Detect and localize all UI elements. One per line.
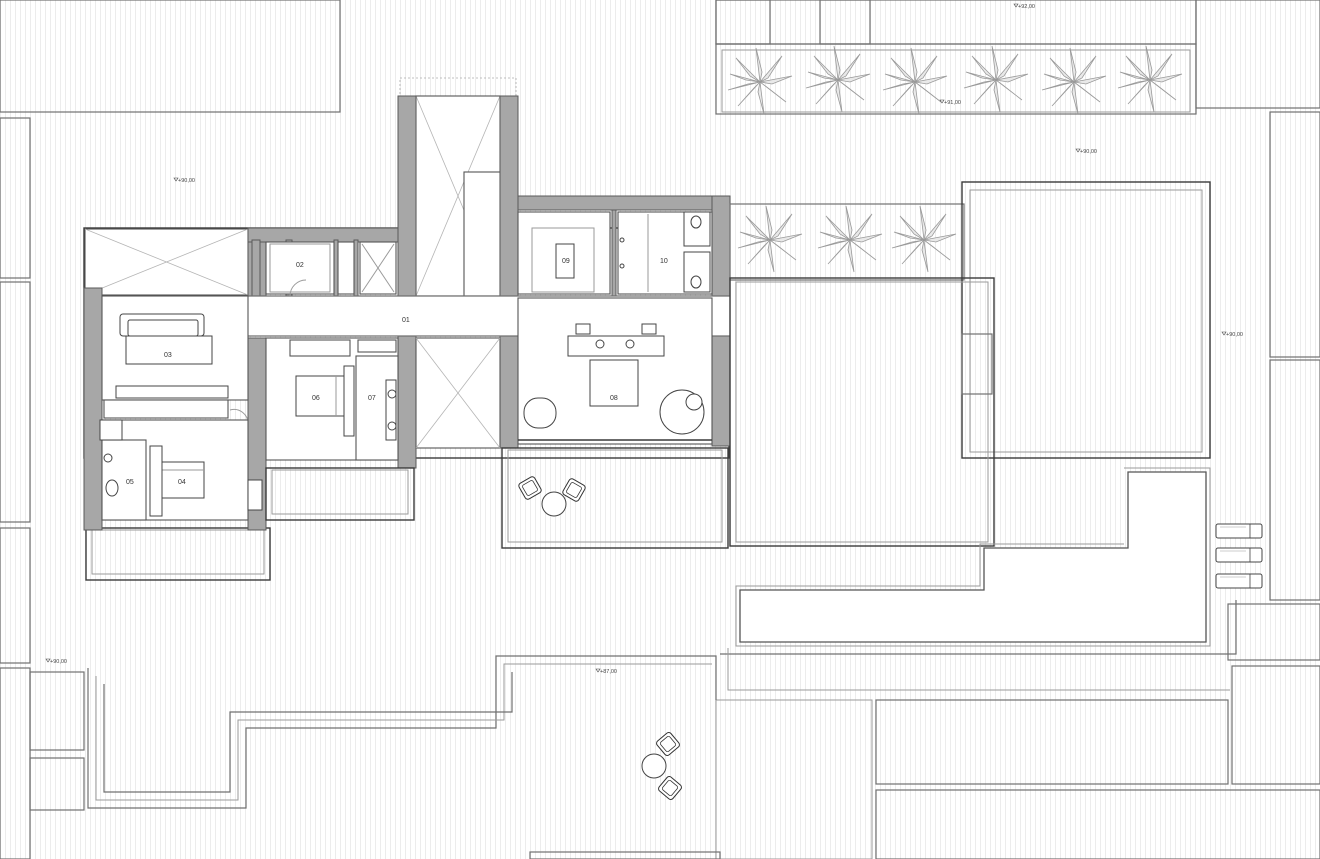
right-panel-1	[1269, 111, 1320, 358]
lounger-icon	[1215, 523, 1263, 539]
room-label: 10	[660, 258, 668, 265]
planter-mid	[729, 203, 965, 281]
room-label: 02	[296, 262, 304, 269]
level-marker: +90,00	[50, 659, 67, 665]
west-terrace	[85, 527, 271, 581]
master-terrace	[501, 447, 729, 549]
lounger-icon	[1215, 573, 1263, 589]
room-label: 01	[402, 317, 410, 324]
swimming-pool	[739, 471, 1207, 643]
level-marker: +92,00	[1018, 4, 1035, 10]
watermark: costa-bl...rro...com	[542, 423, 666, 440]
room-label: 06	[312, 395, 320, 402]
level-marker: +90,00	[178, 178, 195, 184]
main-staircase	[463, 171, 501, 297]
planter-top	[715, 43, 1197, 115]
right-panel-2	[1269, 359, 1320, 601]
round-table	[541, 491, 567, 517]
level-marker: +87,00	[600, 669, 617, 675]
room-label: 03	[164, 352, 172, 359]
level-marker: +90,00	[1226, 332, 1243, 338]
stepped-wall	[87, 655, 717, 809]
left-panel-2	[0, 281, 31, 523]
left-panel-3	[0, 527, 31, 664]
lower-block-3	[875, 789, 1320, 859]
lower-block-2	[1231, 665, 1320, 785]
lower-block-5	[715, 699, 873, 859]
level-marker: +91,00	[944, 100, 961, 106]
stair-southwest	[29, 757, 85, 811]
roof-east	[961, 181, 1211, 459]
lower-block-4	[1227, 603, 1320, 661]
round-table	[641, 753, 667, 779]
room-label: 08	[610, 395, 618, 402]
roof-top-left	[0, 0, 341, 113]
level-marker: +90,00	[1080, 149, 1097, 155]
vanity	[567, 335, 665, 357]
lower-block-1	[875, 699, 1229, 785]
bathtub	[523, 397, 557, 429]
room-label: 07	[368, 395, 376, 402]
left-panel-1	[0, 117, 31, 279]
room-label: 09	[562, 258, 570, 265]
south-terrace	[265, 467, 415, 521]
bed	[589, 359, 639, 407]
lounger-icon	[1215, 547, 1263, 563]
roof-central	[729, 277, 995, 547]
bed	[295, 375, 345, 417]
stair-west	[29, 671, 85, 751]
room-label: 05	[126, 479, 134, 486]
room-label: 04	[178, 479, 186, 486]
bed	[159, 461, 205, 499]
